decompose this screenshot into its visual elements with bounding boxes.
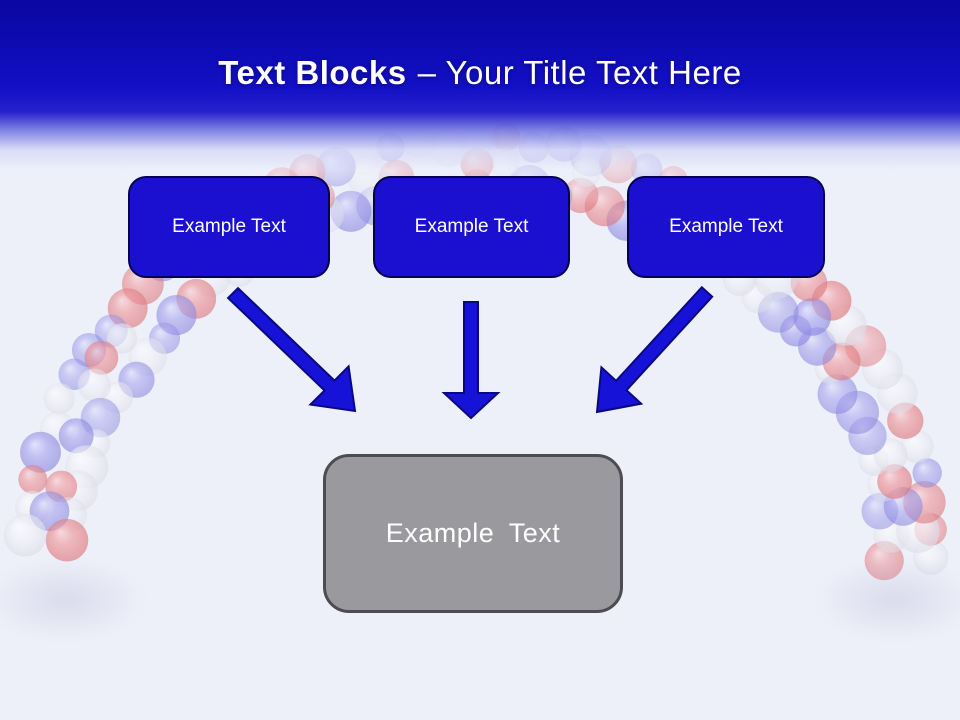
slide-title: Text Blocks – Your Title Text Here: [0, 54, 960, 92]
balloon: [77, 368, 111, 402]
text-block-1-label: Example Text: [172, 216, 286, 237]
balloon: [817, 374, 858, 414]
arrow-diagonal-down-left: [595, 285, 714, 414]
balloon: [84, 340, 119, 375]
balloon: [793, 298, 832, 336]
arrow-diagonal-down-right: [226, 286, 357, 413]
text-block-2-label: Example Text: [414, 216, 529, 237]
text-block-3-label: Example Text: [669, 216, 783, 237]
balloon: [43, 383, 75, 415]
title-emphasis: Text Blocks: [218, 54, 407, 91]
balloon: [45, 518, 89, 562]
result-block-label: Example Text: [385, 518, 561, 548]
balloon: [18, 464, 48, 494]
text-block-3: Example Text: [627, 176, 825, 278]
result-block: Example Text: [323, 454, 623, 613]
text-block-1: Example Text: [128, 176, 330, 278]
balloon: [877, 464, 912, 499]
balloon: [106, 323, 138, 354]
balloon: [3, 513, 47, 557]
balloon: [912, 458, 942, 488]
title-tail: – Your Title Text Here: [417, 54, 742, 91]
balloon: [20, 431, 61, 473]
balloon: [58, 418, 94, 454]
text-block-2: Example Text: [373, 176, 570, 278]
floor-reflection-right: [810, 555, 960, 645]
arrow-straight-down: [441, 301, 501, 420]
floor-reflection-left: [0, 555, 150, 645]
